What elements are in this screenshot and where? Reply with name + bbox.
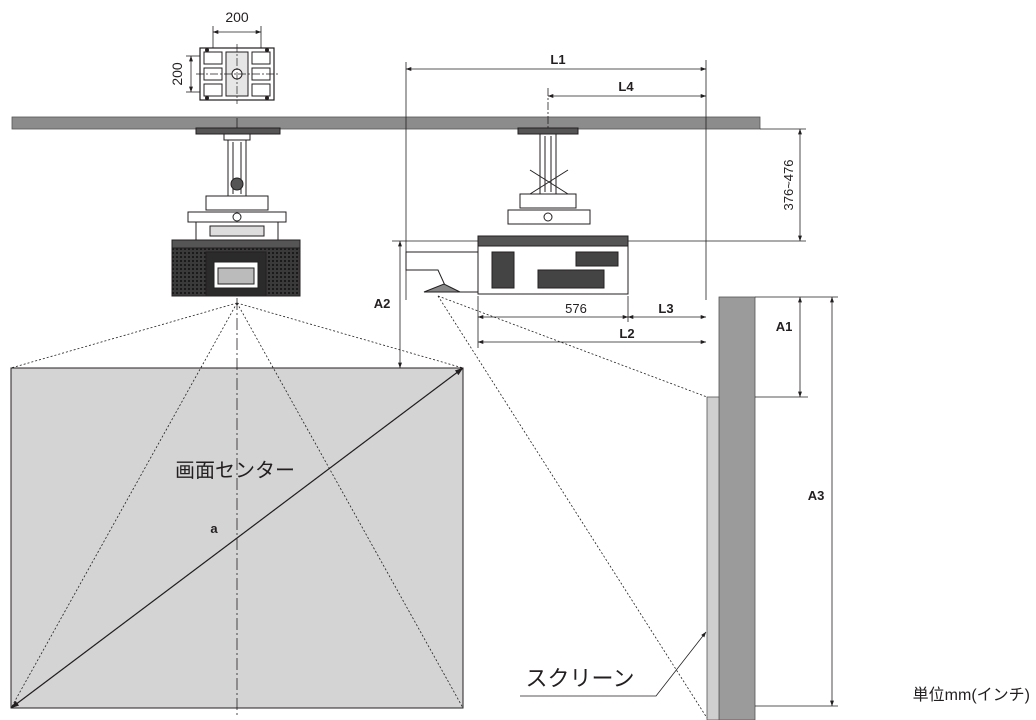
mount-width-label: 200 [225, 9, 249, 25]
label-L4: L4 [618, 79, 634, 94]
screen-strip [706, 396, 720, 720]
side-projection-rays [437, 295, 708, 719]
wall [718, 296, 756, 720]
label-units: 単位mm(インチ) [913, 686, 1030, 704]
mount-height-label: 200 [169, 62, 185, 86]
label-L1: L1 [550, 52, 565, 67]
label-height-range: 376~476 [781, 160, 796, 211]
label-screen-center: 画面センター [175, 459, 295, 482]
label-L3: L3 [658, 301, 673, 316]
label-576: 576 [565, 301, 587, 316]
label-L2: L2 [619, 326, 634, 341]
label-A3: A3 [808, 488, 825, 503]
projector-front-view [171, 127, 301, 297]
mount-plate-top-view [196, 44, 278, 104]
label-diagonal: a [210, 521, 218, 536]
ceiling [11, 116, 761, 130]
label-A1: A1 [776, 319, 793, 334]
projector-side-view [405, 127, 629, 295]
side-dimension-lines [392, 60, 838, 707]
label-A2: A2 [374, 296, 391, 311]
label-screen: スクリーン [526, 666, 635, 691]
mount-dimensions [186, 26, 262, 93]
screen-front-view [10, 118, 464, 718]
